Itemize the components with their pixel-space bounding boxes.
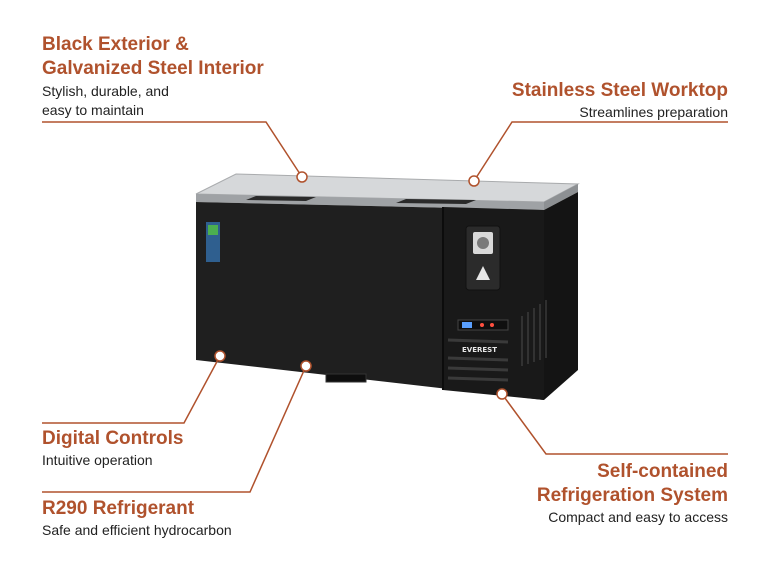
worktop-left-dot	[296, 171, 308, 183]
vent-louvers	[447, 338, 509, 382]
refrigerant-title: R290 Refrigerant	[42, 498, 195, 519]
exterior-title-line1: Black Exterior &	[42, 34, 189, 55]
brand-badge: EVEREST	[462, 346, 497, 354]
worktop-right-dot	[468, 175, 480, 187]
cabinet-side	[544, 192, 578, 400]
exterior-desc: Stylish, durable, and easy to maintain	[42, 82, 169, 120]
controls-title: Digital Controls	[42, 428, 184, 449]
drain-plate	[325, 373, 367, 383]
controls-dot	[214, 350, 226, 362]
system-dot	[496, 388, 508, 400]
worktop-desc: Streamlines preparation	[579, 104, 728, 120]
exterior-title: Black Exterior & Galvanized Steel Interi…	[42, 33, 264, 81]
worktop-title: Stainless Steel Worktop	[511, 80, 728, 101]
lid-left	[246, 196, 316, 201]
exterior-title-line2: Galvanized Steel Interior	[42, 58, 264, 79]
system-title-line1: Self-contained	[597, 461, 728, 482]
controls-desc: Intuitive operation	[42, 452, 153, 468]
system-title: Self-contained Refrigeration System	[537, 460, 728, 508]
refrigerant-dot	[300, 360, 312, 372]
side-grill	[521, 300, 547, 366]
exterior-desc-line1: Stylish, durable, and	[42, 83, 169, 99]
refrigerant-desc: Safe and efficient hydrocarbon	[42, 522, 232, 538]
worktop-side-edge	[544, 184, 578, 210]
exterior-desc-line2: easy to maintain	[42, 102, 144, 118]
lid-right	[396, 199, 476, 204]
system-desc: Compact and easy to access	[548, 509, 728, 525]
system-title-line2: Refrigeration System	[536, 485, 728, 506]
